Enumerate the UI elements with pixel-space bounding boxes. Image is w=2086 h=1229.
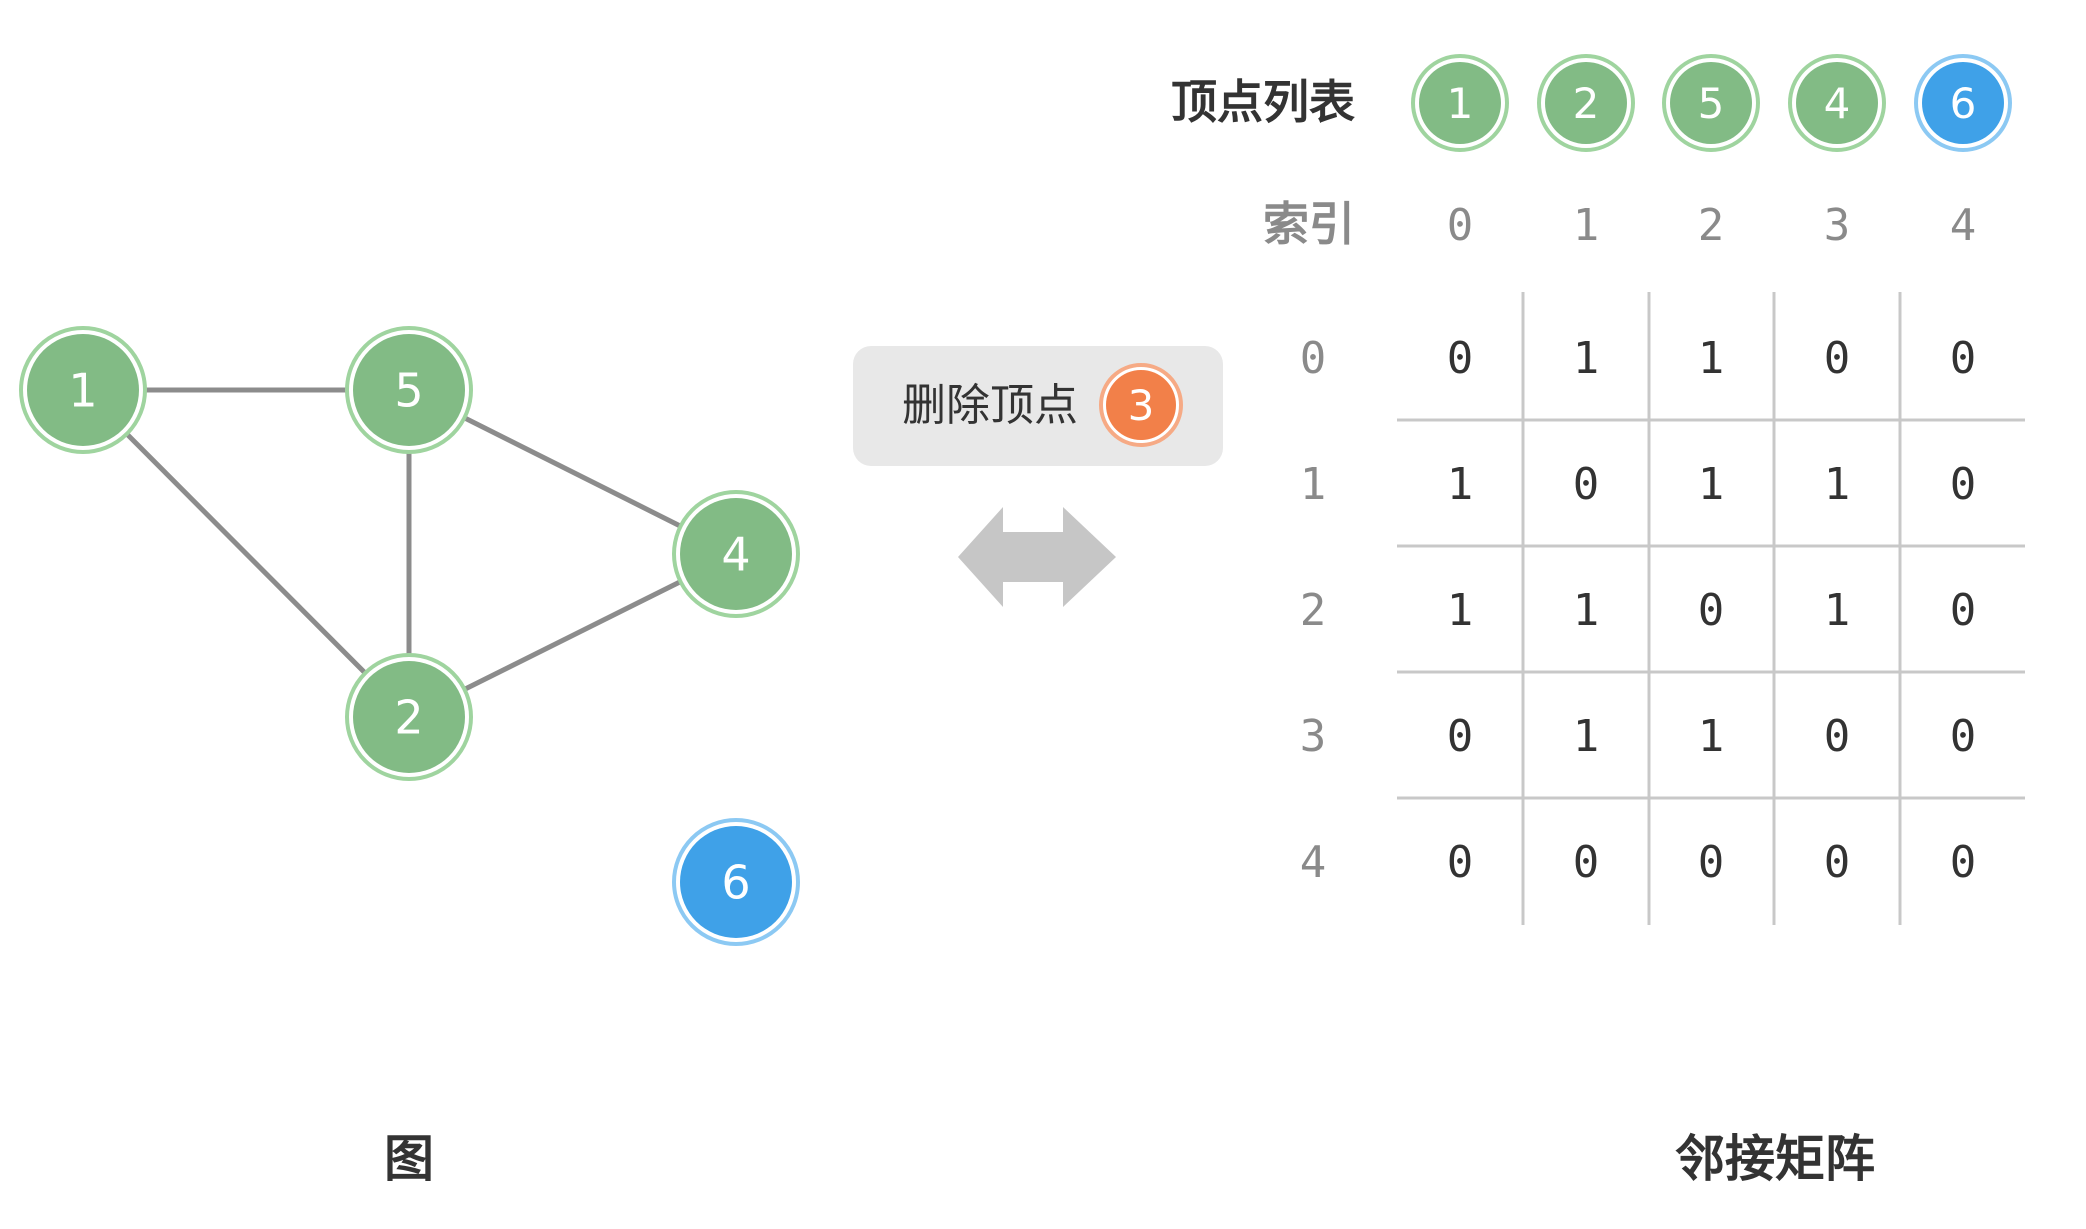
vertex-list-node-4: 4 xyxy=(1788,54,1886,152)
matrix-cell: 0 xyxy=(1824,837,1851,888)
matrix-cell: 0 xyxy=(1950,711,1977,762)
vertex-list: 顶点列表 1 2 5 4 6 索引 0 1 2 3 4 xyxy=(1171,54,2012,251)
matrix-cell: 0 xyxy=(1950,837,1977,888)
matrix-cell: 0 xyxy=(1950,459,1977,510)
vertex-index-1: 1 xyxy=(1573,200,1600,251)
vertex-list-title: 顶点列表 xyxy=(1171,75,1355,129)
adjacency-matrix: 0 1 2 3 4 0 1 1 0 0 1 0 1 1 0 1 1 0 1 0 0 1 1 0 0 0 0 0 0 0 邻接矩阵 xyxy=(1300,292,2025,1188)
graph-node-1-label: 1 xyxy=(68,364,97,418)
vertex-index-2: 2 xyxy=(1698,200,1725,251)
matrix-cell: 0 xyxy=(1447,711,1474,762)
graph-node-1: 1 xyxy=(19,326,147,454)
matrix-title: 邻接矩阵 xyxy=(1675,1130,1875,1188)
matrix-row-label-1: 1 xyxy=(1300,459,1327,510)
matrix-cell: 1 xyxy=(1573,585,1600,636)
graph-node-4: 4 xyxy=(672,490,800,618)
matrix-cell: 0 xyxy=(1698,585,1725,636)
matrix-cell: 0 xyxy=(1573,459,1600,510)
graph-title: 图 xyxy=(384,1130,434,1188)
vertex-list-node-2-label: 2 xyxy=(1573,79,1600,128)
matrix-cell: 0 xyxy=(1950,333,1977,384)
matrix-row-labels: 0 1 2 3 4 xyxy=(1300,333,1327,888)
matrix-cell: 1 xyxy=(1573,711,1600,762)
matrix-cell: 0 xyxy=(1447,333,1474,384)
vertex-list-node-1-label: 1 xyxy=(1447,79,1474,128)
matrix-row-label-3: 3 xyxy=(1300,711,1327,762)
vertex-list-node-4-label: 4 xyxy=(1824,79,1851,128)
graph-node-2: 2 xyxy=(345,653,473,781)
vertex-index-4: 4 xyxy=(1950,200,1977,251)
matrix-row-label-4: 4 xyxy=(1300,837,1327,888)
graph-node-5-label: 5 xyxy=(394,364,423,418)
matrix-cell: 1 xyxy=(1447,585,1474,636)
vertex-list-node-6: 6 xyxy=(1914,54,2012,152)
graph-node-2-label: 2 xyxy=(394,691,423,745)
matrix-cell: 1 xyxy=(1824,585,1851,636)
vertex-list-node-1: 1 xyxy=(1411,54,1509,152)
vertex-list-node-5-label: 5 xyxy=(1698,79,1725,128)
vertex-list-node-2: 2 xyxy=(1537,54,1635,152)
graph-node-6: 6 xyxy=(672,818,800,946)
graph-panel: 1 5 4 2 6 图 xyxy=(19,326,800,1188)
vertex-index-0: 0 xyxy=(1447,200,1474,251)
matrix-cell: 1 xyxy=(1698,459,1725,510)
matrix-cell: 1 xyxy=(1698,333,1725,384)
vertex-list-node-6-label: 6 xyxy=(1950,79,1977,128)
operation-panel: 删除顶点 3 xyxy=(853,346,1223,607)
matrix-cell: 0 xyxy=(1447,837,1474,888)
matrix-cell: 0 xyxy=(1824,711,1851,762)
matrix-cell: 1 xyxy=(1447,459,1474,510)
vertex-list-indices: 0 1 2 3 4 xyxy=(1447,200,1977,251)
graph-nodes: 1 5 4 2 6 xyxy=(19,326,800,946)
vertex-list-nodes: 1 2 5 4 6 xyxy=(1411,54,2012,152)
matrix-row-label-0: 0 xyxy=(1300,333,1327,384)
graph-node-4-label: 4 xyxy=(721,528,750,582)
graph-node-6-label: 6 xyxy=(721,856,750,910)
matrix-row-label-2: 2 xyxy=(1300,585,1327,636)
matrix-grid-lines xyxy=(1397,292,2025,925)
matrix-cell: 1 xyxy=(1824,459,1851,510)
matrix-cell: 1 xyxy=(1698,711,1725,762)
matrix-cells: 0 1 1 0 0 1 0 1 1 0 1 1 0 1 0 0 1 1 0 0 0 0 0 0 0 xyxy=(1447,333,1977,888)
matrix-cell: 0 xyxy=(1573,837,1600,888)
vertex-index-3: 3 xyxy=(1824,200,1851,251)
edge-1-2 xyxy=(81,388,411,719)
matrix-cell: 0 xyxy=(1698,837,1725,888)
operation-label: 删除顶点 xyxy=(902,380,1078,431)
vertex-list-node-5: 5 xyxy=(1662,54,1760,152)
deleted-vertex-label: 3 xyxy=(1128,381,1155,430)
double-arrow-icon xyxy=(958,507,1116,607)
matrix-cell: 0 xyxy=(1950,585,1977,636)
matrix-cell: 0 xyxy=(1824,333,1851,384)
matrix-cell: 1 xyxy=(1573,333,1600,384)
index-title: 索引 xyxy=(1263,197,1355,251)
deleted-vertex-node: 3 xyxy=(1099,363,1183,447)
graph-node-5: 5 xyxy=(345,326,473,454)
